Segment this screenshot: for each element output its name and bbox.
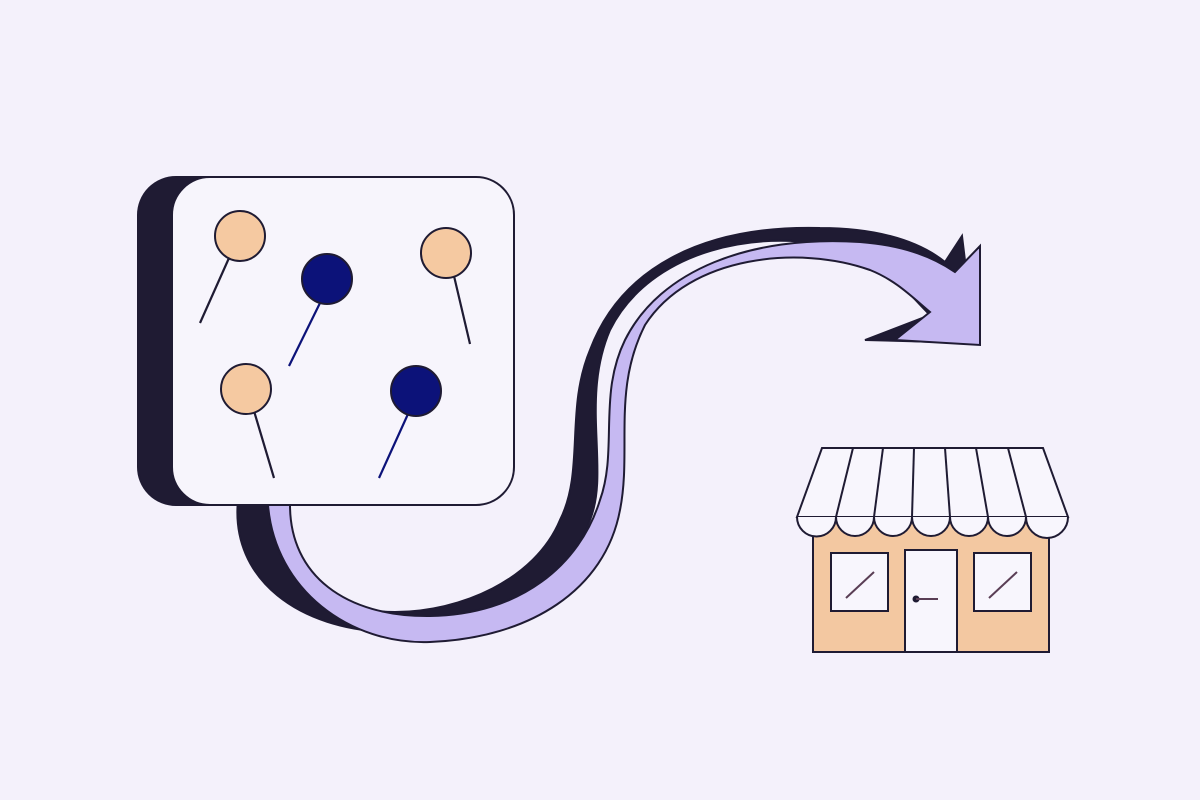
arrow-body	[266, 240, 981, 644]
store-window-left	[830, 552, 889, 612]
map-pin-icon	[420, 227, 472, 345]
map-pin-icon	[220, 363, 276, 479]
curved-arrow-icon	[236, 226, 981, 644]
storefront-icon	[795, 447, 1070, 653]
map-pin-icon	[198, 210, 266, 324]
store-window-right	[973, 552, 1032, 612]
map-pin-icon	[288, 253, 353, 367]
store-door	[904, 549, 958, 653]
store-awning	[795, 447, 1070, 539]
pin-board-icon	[137, 176, 515, 506]
map-pin-icon	[377, 365, 442, 479]
